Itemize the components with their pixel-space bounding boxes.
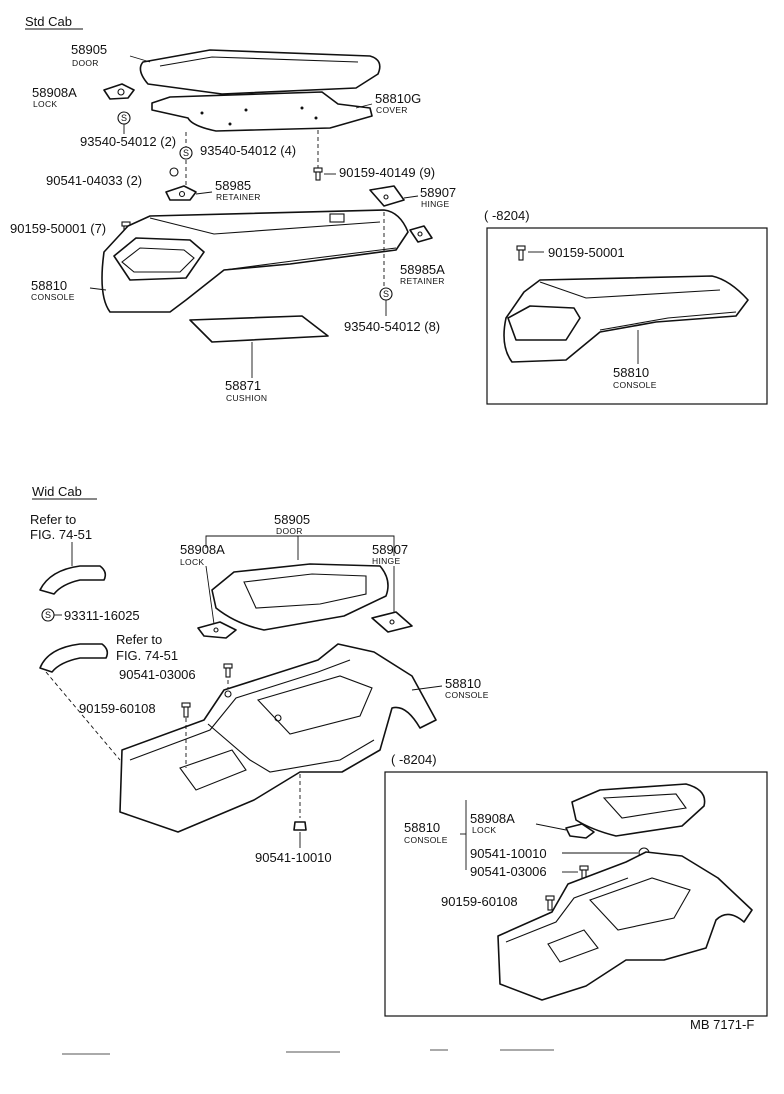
part-number-58985: 58985 [215,178,251,193]
footer-code: MB 7171-F [690,1017,754,1032]
wid-alt-door-part [571,783,706,837]
part-name-lock-wid: LOCK [180,557,204,567]
part-number-90541-10010-alt: 90541-10010 [470,846,547,861]
part-number-58810: 58810 [31,278,67,293]
s-symbol-icon: S [45,610,51,620]
part-number-90541-04033: 90541-04033 (2) [46,173,142,188]
part-number-58905-wid: 58905 [274,512,310,527]
std-lock-part [103,83,135,100]
section-heading-std-cab: Std Cab [25,14,72,29]
part-number-93540-54012-8: 93540-54012 (8) [344,319,440,334]
part-number-58810-alt: 58810 [613,365,649,380]
part-number-93311-16025: 93311-16025 [64,608,140,623]
leader [535,823,567,831]
std-cover-part [151,91,373,132]
std-cushion-part [189,315,329,343]
leader [355,103,373,109]
assembly-line [45,671,121,761]
part-number-58905: 58905 [71,42,107,57]
wid-lock-part [197,621,237,639]
wid-hinge-part [371,611,413,633]
part-name-retainer: RETAINER [216,192,261,202]
part-name-hinge: HINGE [421,199,449,209]
part-number-93540-54012-2: 93540-54012 (2) [80,134,176,149]
part-name-cushion: CUSHION [226,393,267,403]
s-symbol-icon: S [183,148,189,158]
part-number-90159-50001-alt: 90159-50001 [548,245,625,260]
part-number-90541-10010: 90541-10010 [255,850,332,865]
part-number-90159-60108: 90159-60108 [79,701,156,716]
part-number-58871: 58871 [225,378,261,393]
s-clip-icon [179,146,193,160]
part-number-58908a-wid: 58908A [180,542,225,557]
leader [129,55,151,63]
part-number-58907-wid: 58907 [372,542,408,557]
part-number-58907: 58907 [420,185,456,200]
bolt-icon [181,702,191,718]
wid-alt-console-part [497,851,753,1001]
part-number-90541-03006-alt: 90541-03006 [470,864,547,879]
part-name-door-wid: DOOR [276,526,303,536]
part-name-retainer-a: RETAINER [400,276,445,286]
scan-noise [62,1049,554,1055]
refer-figure-label-2: FIG. 74-51 [116,648,178,663]
part-number-58810g: 58810G [375,91,421,106]
bolt-icon [313,167,323,181]
std-alt-console-part [503,275,749,363]
refer-label: Refer to [30,512,76,527]
refer-label-2: Refer to [116,632,162,647]
part-number-58908a: 58908A [32,85,77,100]
std-hinge-part [369,185,405,207]
part-number-58985a: 58985A [400,262,445,277]
grip-handle-part [39,565,107,595]
leader [195,191,213,195]
nut-icon [293,821,307,831]
bolt-icon [545,895,555,911]
part-number-90541-03006: 90541-03006 [119,667,196,682]
s-symbol-icon: S [383,289,389,299]
part-name-console-wid-alt: CONSOLE [404,835,448,845]
part-name-lock: LOCK [33,99,57,109]
part-name-console: CONSOLE [31,292,75,302]
std-retainer-a-part [409,225,433,243]
std-retainer-part [165,185,197,201]
wid-console-part [119,643,437,833]
part-name-console-wid: CONSOLE [445,690,489,700]
part-name-hinge-wid: HINGE [372,556,400,566]
leader [411,685,443,691]
part-name-cover: COVER [376,105,408,115]
part-number-58810-wid-alt: 58810 [404,820,440,835]
leader [89,287,107,291]
variant-range-label: ( -8204) [484,208,530,223]
bolt-icon [516,245,526,261]
part-name-lock-wid-alt: LOCK [472,825,496,835]
nut-icon [169,167,179,177]
grip-handle-part-lower [39,643,109,673]
refer-figure-label: FIG. 74-51 [30,527,92,542]
part-number-58810-wid: 58810 [445,676,481,691]
section-heading-wid-cab: Wid Cab [32,484,82,499]
std-door-part [139,49,381,95]
part-number-93540-54012-4: 93540-54012 (4) [200,143,296,158]
part-number-90159-40149: 90159-40149 (9) [339,165,435,180]
leader [403,195,419,199]
s-symbol-icon: S [121,113,127,123]
part-name-door: DOOR [72,58,99,68]
part-number-90159-60108-alt: 90159-60108 [441,894,518,909]
part-number-90159-50001: 90159-50001 (7) [10,221,106,236]
wid-alt-lock-part [565,823,595,839]
part-name-console-alt: CONSOLE [613,380,657,390]
std-console-part [101,209,409,313]
part-number-58908a-wid-alt: 58908A [470,811,515,826]
wid-variant-box [384,771,768,1017]
leader [205,565,215,625]
screw-icon [223,663,233,678]
leader [205,535,395,556]
wid-door-part [211,563,389,631]
variant-range-label-wid: ( -8204) [391,752,437,767]
std-variant-box [486,227,768,405]
